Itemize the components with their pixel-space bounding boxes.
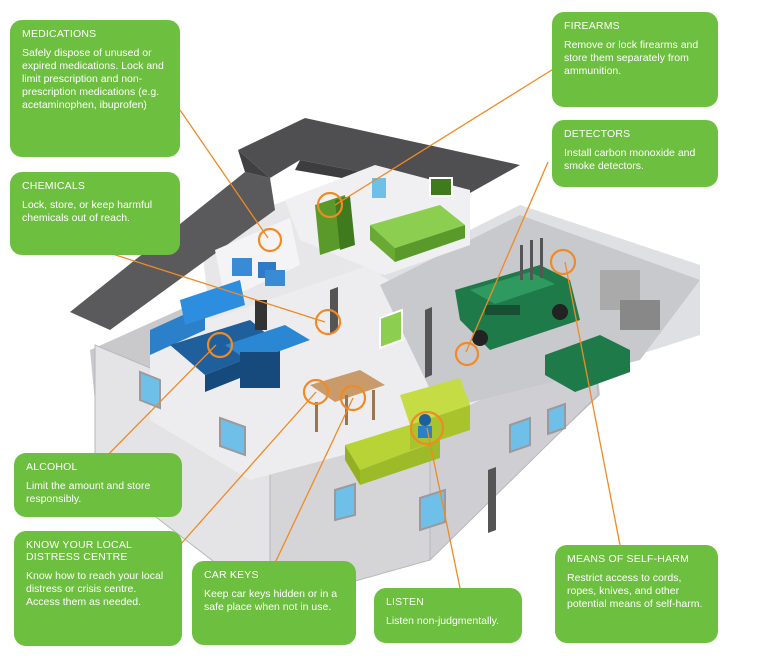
kitchen [150, 280, 310, 392]
callout-body: Lock, store, or keep harmful chemicals o… [22, 199, 153, 224]
callout-body: Limit the amount and store responsibly. [26, 480, 151, 505]
callout-title: MEDICATIONS [22, 28, 97, 40]
car-keys-marker-2 [339, 384, 367, 412]
callout-body: Listen non-judgmentally. [386, 615, 500, 627]
callout-title: MEANS OF SELF-HARM [567, 553, 690, 565]
callout-body: Know how to reach your local distress or… [26, 570, 164, 608]
header-fragment [190, 0, 370, 8]
connector-lines [94, 67, 621, 589]
callout-car-keys: CAR KEYS Keep car keys hidden or in a sa… [192, 561, 356, 645]
callout-title: LISTEN [386, 596, 424, 608]
hazard-markers [206, 191, 577, 446]
callout-body: Restrict access to cords, ropes, knives,… [567, 572, 703, 610]
listen-marker [409, 410, 445, 446]
bathroom [215, 218, 300, 300]
callout-detectors: DETECTORS Install carbon monoxide and sm… [552, 120, 718, 187]
callout-title: FIREARMS [564, 20, 620, 32]
callout-listen: LISTEN Listen non-judgmentally. [374, 588, 522, 643]
callout-body: Install carbon monoxide and smoke detect… [564, 147, 696, 172]
alcohol-marker [206, 331, 234, 359]
callout-title: ALCOHOL [26, 461, 78, 473]
callout-chemicals: CHEMICALS Lock, store, or keep harmful c… [10, 172, 180, 255]
callout-firearms: FIREARMS Remove or lock firearms and sto… [552, 12, 718, 107]
car-keys-marker-1 [302, 378, 330, 406]
callout-body: Keep car keys hidden or in a safe place … [204, 588, 338, 613]
callout-body: Safely dispose of unused or expired medi… [22, 47, 164, 111]
callout-self-harm: MEANS OF SELF-HARM Restrict access to co… [555, 545, 718, 643]
firearms-marker [316, 191, 344, 219]
callout-alcohol: ALCOHOL Limit the amount and store respo… [14, 453, 182, 517]
self-harm-marker [549, 248, 577, 276]
living-room [345, 378, 470, 485]
garage [455, 238, 660, 392]
detectors-marker [454, 341, 480, 367]
callout-title: DETECTORS [564, 128, 631, 140]
chemicals-marker [314, 308, 342, 336]
callout-body: Remove or lock firearms and store them s… [564, 39, 699, 77]
callout-title: CHEMICALS [22, 180, 86, 192]
callout-title: KNOW YOUR LOCAL DISTRESS CENTRE [26, 539, 132, 563]
callout-medications: MEDICATIONS Safely dispose of unused or … [10, 20, 180, 157]
windows [139, 287, 566, 533]
callout-title: CAR KEYS [204, 569, 259, 581]
callout-distress-centre: KNOW YOUR LOCAL DISTRESS CENTRE Know how… [14, 531, 182, 646]
medications-marker [257, 227, 283, 253]
